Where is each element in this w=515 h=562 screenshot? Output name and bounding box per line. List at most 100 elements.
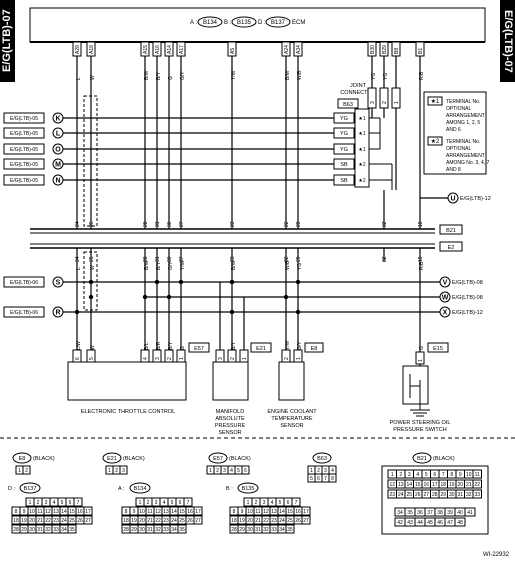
br0-cell-label: 5 <box>279 500 282 506</box>
e21-cell-label: 2 <box>115 468 118 474</box>
legend-n2-line: AND 8 <box>446 167 461 173</box>
jc-cell <box>333 143 355 155</box>
ar2-cell-label: 26 <box>187 518 193 524</box>
ar2-cell-label: 23 <box>163 518 169 524</box>
ar2-cell-label: 20 <box>139 518 145 524</box>
legend-n1-line: ARRANGEMENT <box>446 113 485 119</box>
ecm-conn-b-ellipse <box>231 16 257 28</box>
ar1-cell-label: 8 <box>125 509 128 515</box>
mid-pin-top: 22 <box>284 221 290 227</box>
jc-conn: B63 <box>343 102 353 108</box>
br1-cell-label: 15 <box>287 509 293 515</box>
ps-switch <box>402 365 429 405</box>
dr3-cell <box>67 524 77 534</box>
b21r1-cell-label: 21 <box>466 482 472 488</box>
junction-dot <box>74 309 80 315</box>
ecm-label: ECM <box>292 20 305 26</box>
e21-cell <box>119 465 128 475</box>
throttle-label: ELECTRONIC THROTTLE CONTROL <box>81 409 175 415</box>
e57-cell-label: 2 <box>216 468 219 474</box>
wire-color-low: G/Y <box>297 341 303 350</box>
b63-name: B63 <box>317 456 327 462</box>
b21r1-cell-label: 13 <box>398 482 404 488</box>
b63-cell-label: 7 <box>324 476 327 482</box>
b21r2-cell-label: 30 <box>449 492 455 498</box>
b21r2-cell-label: 32 <box>466 492 472 498</box>
br1-cell-label: 17 <box>303 509 309 515</box>
d-ellipse <box>19 482 41 494</box>
joint-connector-box <box>354 108 370 188</box>
ecm-conn-d-ellipse <box>265 16 291 28</box>
b63-cell-label: 1 <box>310 468 313 474</box>
wire-color-mid: Y/W <box>180 260 186 270</box>
br3-cell-label: 33 <box>271 527 277 533</box>
left-ref2-text: E/G(LTB)-06 <box>10 280 38 286</box>
b21r3-cell-label: 36 <box>417 510 423 516</box>
b21r1-cell <box>472 479 482 489</box>
ar0-cell-label: 4 <box>163 500 166 506</box>
br0-cell-label: 2 <box>255 500 258 506</box>
left-ref-box <box>3 174 45 186</box>
e21-name: E21 <box>107 456 117 462</box>
wire-color-low: W <box>90 345 96 350</box>
junction-dot <box>88 294 94 300</box>
b21r4-cell <box>454 517 466 527</box>
mid-pin-top: 30 <box>167 221 173 227</box>
ps-pin-label: 1 <box>418 359 424 362</box>
br0-cell <box>291 497 301 507</box>
left-ref-box <box>3 112 45 124</box>
ecm-pin-label: A16 <box>155 45 161 54</box>
dr2-cell-label: 21 <box>37 518 43 524</box>
br3-cell-label: 35 <box>287 527 293 533</box>
b21r1-cell-label: 19 <box>449 482 455 488</box>
br2-cell-label: 22 <box>263 518 269 524</box>
map-pin <box>227 349 237 363</box>
dr3-cell-label: 29 <box>21 527 27 533</box>
e57-cell <box>241 465 250 475</box>
e2-box <box>439 241 463 252</box>
ecm-prefix-b: B : <box>224 20 232 26</box>
e8-name: E8 <box>19 456 26 462</box>
dr2-cell-label: 19 <box>21 518 27 524</box>
br2-cell-label: 20 <box>247 518 253 524</box>
dr2-cell-label: 22 <box>45 518 51 524</box>
dr3-cell-label: 30 <box>29 527 35 533</box>
dr0-cell-label: 2 <box>37 500 40 506</box>
wire-color-low: L/W <box>76 341 82 350</box>
right-ref-circle <box>439 291 451 303</box>
ar2-cell-label: 18 <box>123 518 129 524</box>
b63-cell-label: 3 <box>324 468 327 474</box>
br2-cell-label: 21 <box>255 518 261 524</box>
legend-n1-line: AND 6 <box>446 127 461 133</box>
ecm-pin-label: A28 <box>75 45 81 54</box>
br1-cell-label: 12 <box>263 509 269 515</box>
d-prefix: D : <box>8 486 16 492</box>
mid-pin-bot: 27 <box>179 256 185 262</box>
b21r0-cell-label: 2 <box>399 472 402 478</box>
wire-color-mid: W/B <box>285 260 291 270</box>
wire-color-top: Y/W <box>231 70 237 80</box>
b21r1-cell-label: 14 <box>406 482 412 488</box>
wire-color-mid: B/W <box>231 260 237 270</box>
b21r2-cell-label: 31 <box>457 492 463 498</box>
junction-dot <box>295 279 301 285</box>
ar3-cell-label: 32 <box>155 527 161 533</box>
jc-top-pin <box>367 87 377 109</box>
e8-ellipse <box>12 452 32 464</box>
br1-cell-label: 13 <box>271 509 277 515</box>
jc-cell-label: SB <box>340 162 348 168</box>
map-label3: PRESSURE <box>215 423 246 429</box>
b21r4-cell-label: 42 <box>397 520 403 526</box>
b21r0-cell-label: 6 <box>433 472 436 478</box>
left-ref2-box <box>3 306 45 318</box>
b21r2-cell-label: 27 <box>423 492 429 498</box>
wire-color-top: L <box>76 77 82 80</box>
wire-color-top: B/W <box>285 70 291 80</box>
b-ellipse <box>237 482 259 494</box>
b63-cell-label: 5 <box>310 476 313 482</box>
b21r4-cell-label: 45 <box>427 520 433 526</box>
right-ref-text: E/G(LTB)-08 <box>452 295 483 301</box>
b21r3-cell-label: 35 <box>407 510 413 516</box>
jc-top-pin-label: 1 <box>394 101 400 104</box>
